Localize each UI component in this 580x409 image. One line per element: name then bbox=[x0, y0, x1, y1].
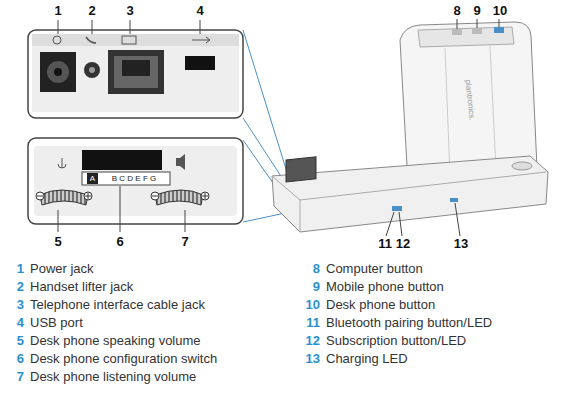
callout-number: 5 bbox=[54, 235, 61, 250]
callout-number: 13 bbox=[454, 237, 468, 252]
callout-number: 6 bbox=[116, 235, 123, 250]
list-number: 9 bbox=[300, 280, 320, 295]
callout-number: 3 bbox=[126, 4, 133, 19]
list-text: Desk phone listening volume bbox=[30, 370, 196, 385]
list-text: Desk phone button bbox=[326, 298, 435, 313]
list-number: 1 bbox=[4, 262, 24, 277]
base-station bbox=[272, 19, 548, 236]
callout-number: 2 bbox=[88, 4, 95, 19]
list-number: 13 bbox=[300, 352, 320, 367]
list-text: Computer button bbox=[326, 262, 423, 277]
list-text: Charging LED bbox=[326, 352, 408, 367]
callout-number: 10 bbox=[493, 4, 507, 19]
callout-number: 8 bbox=[453, 4, 460, 19]
list-text: Power jack bbox=[30, 262, 94, 277]
list-number: 10 bbox=[300, 298, 320, 313]
callout-number: 9 bbox=[473, 4, 480, 19]
list-number: 8 bbox=[300, 262, 320, 277]
list-number: 4 bbox=[4, 316, 24, 331]
callout-number: 12 bbox=[396, 237, 410, 252]
list-text: Desk phone configuration switch bbox=[30, 352, 217, 367]
list-text: Handset lifter jack bbox=[30, 280, 133, 295]
callout-number: 7 bbox=[181, 235, 188, 250]
switch-letters: B C D E F G bbox=[112, 174, 156, 183]
list-number: 2 bbox=[4, 280, 24, 295]
list-text: Mobile phone button bbox=[326, 280, 444, 295]
list-number: 12 bbox=[300, 334, 320, 349]
callout-number: 1 bbox=[54, 4, 61, 19]
list-number: 11 bbox=[300, 316, 320, 331]
list-number: 3 bbox=[4, 298, 24, 313]
list-text: Desk phone speaking volume bbox=[30, 334, 201, 349]
list-number: 5 bbox=[4, 334, 24, 349]
list-number: 7 bbox=[4, 370, 24, 385]
list-text: Subscription button/LED bbox=[326, 334, 466, 349]
rear-panel-inset bbox=[28, 20, 243, 118]
switch-letter: A bbox=[90, 174, 95, 183]
list-text: USB port bbox=[30, 316, 83, 331]
side-panel-inset bbox=[28, 138, 243, 232]
list-text: Bluetooth pairing button/LED bbox=[326, 316, 492, 331]
inset-line bbox=[243, 30, 290, 182]
callout-number: 4 bbox=[196, 4, 203, 19]
list-text: Telephone interface cable jack bbox=[30, 298, 205, 313]
callout-number: 11 bbox=[378, 237, 392, 252]
list-number: 6 bbox=[4, 352, 24, 367]
